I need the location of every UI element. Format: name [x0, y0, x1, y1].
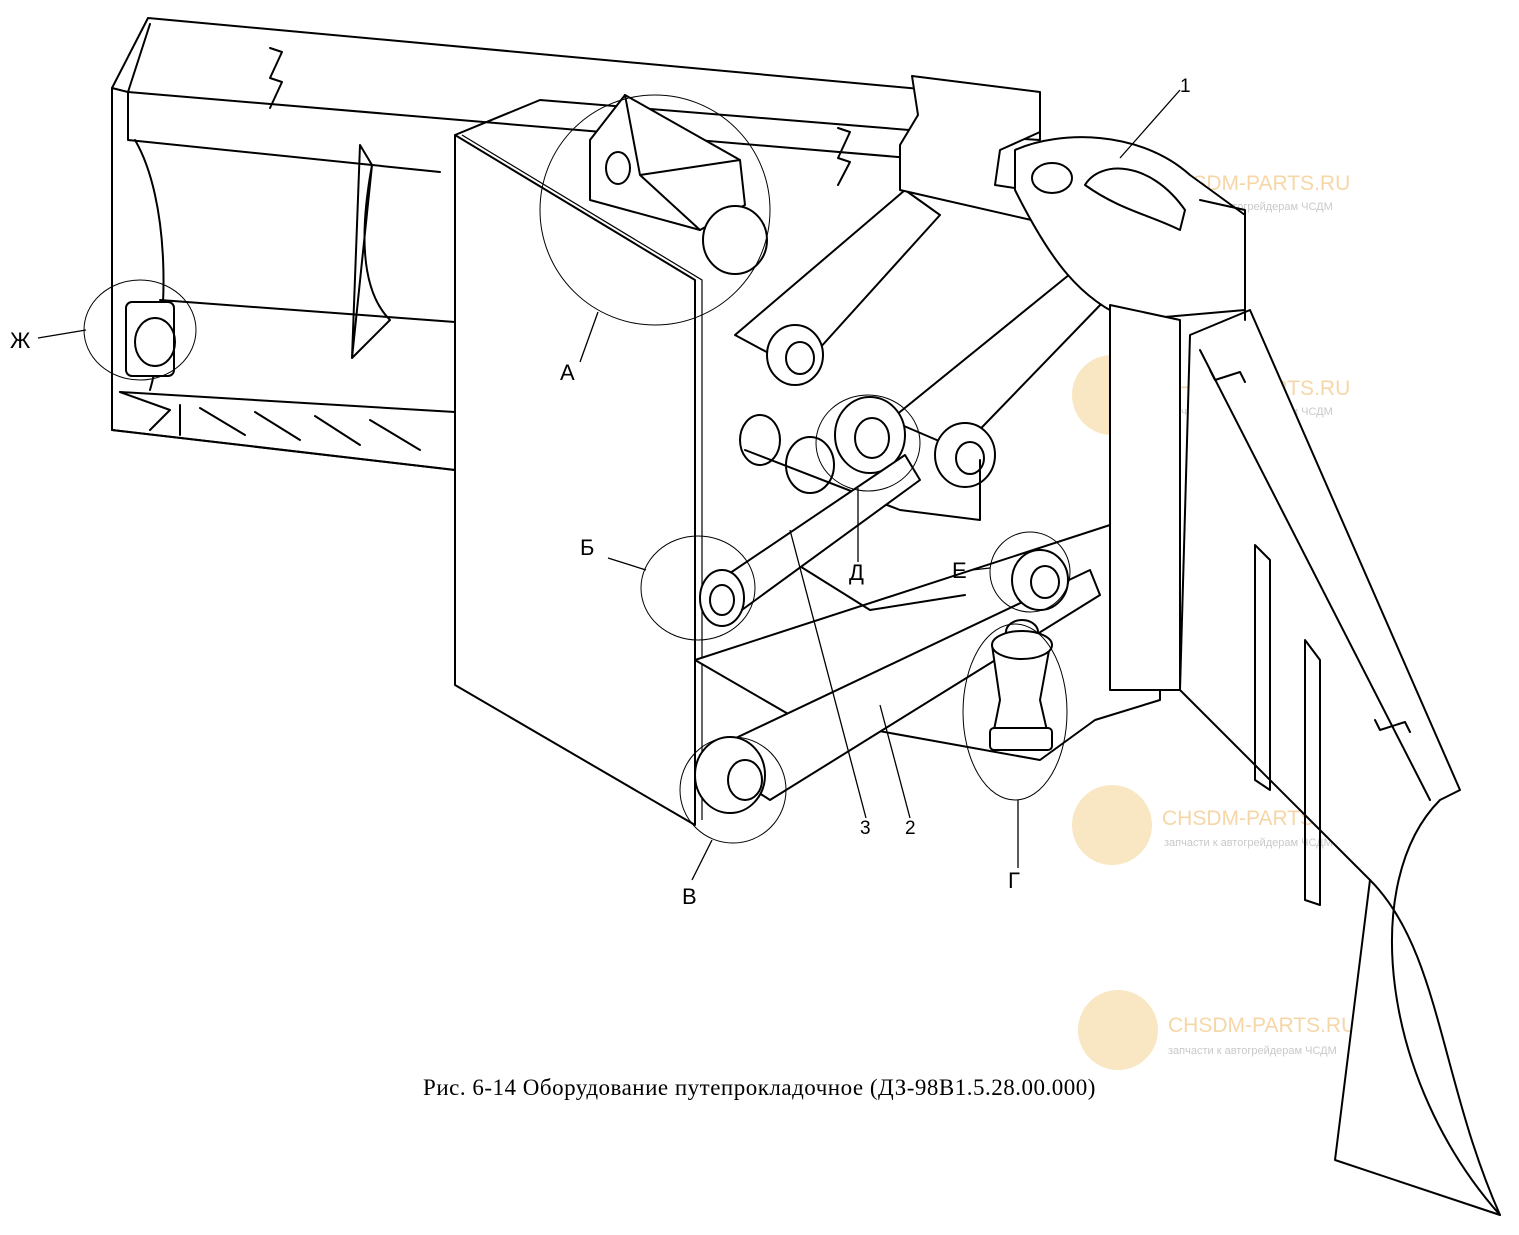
bar-3 — [699, 454, 921, 627]
callout-circle-g — [962, 623, 1068, 801]
top-bracket — [899, 75, 1246, 321]
watermark-gear-icon — [1072, 785, 1152, 865]
roller-e — [1011, 549, 1069, 611]
callout-circle-e — [989, 531, 1071, 613]
leader-lines — [37, 89, 1181, 881]
callout-circle-d — [815, 394, 921, 492]
label-d: Д — [849, 560, 864, 585]
label-v: В — [682, 884, 697, 909]
figure-caption: Рис. 6-14 Оборудование путепрокладочное … — [423, 1075, 1096, 1100]
left-blade — [111, 17, 1041, 471]
labels: Ж А Б В Д Е Г 1 3 2 — [10, 76, 1191, 909]
label-part-2: 2 — [905, 818, 916, 839]
right-blade — [1179, 199, 1501, 1216]
label-a: А — [560, 360, 575, 385]
bracket-a — [589, 94, 768, 275]
callout-circle-a — [539, 94, 771, 326]
watermark-tagline: запчасти к автогрейдерам ЧСДМ — [1168, 1045, 1337, 1057]
label-g: Г — [1008, 868, 1020, 893]
callout-circles — [83, 94, 1071, 844]
callout-circle-b — [640, 535, 756, 641]
pin-g — [989, 619, 1053, 751]
callout-circle-v — [679, 736, 787, 844]
label-e: Е — [952, 558, 967, 583]
label-zh: Ж — [10, 328, 31, 353]
watermark-site: CHSDM-PARTS.RU — [1168, 1014, 1356, 1037]
watermark-5: CHSDM-PARTS.RU запчасти к автогрейдерам … — [1078, 990, 1356, 1070]
watermark-gear-icon — [1078, 990, 1158, 1070]
watermark-tagline: запчасти к автогрейдерам ЧСДМ — [1164, 837, 1333, 849]
label-part-3: 3 — [860, 818, 871, 839]
mounting-plate — [454, 134, 703, 826]
label-b: Б — [580, 535, 594, 560]
label-part-1: 1 — [1180, 76, 1191, 97]
upper-links — [734, 189, 1106, 494]
